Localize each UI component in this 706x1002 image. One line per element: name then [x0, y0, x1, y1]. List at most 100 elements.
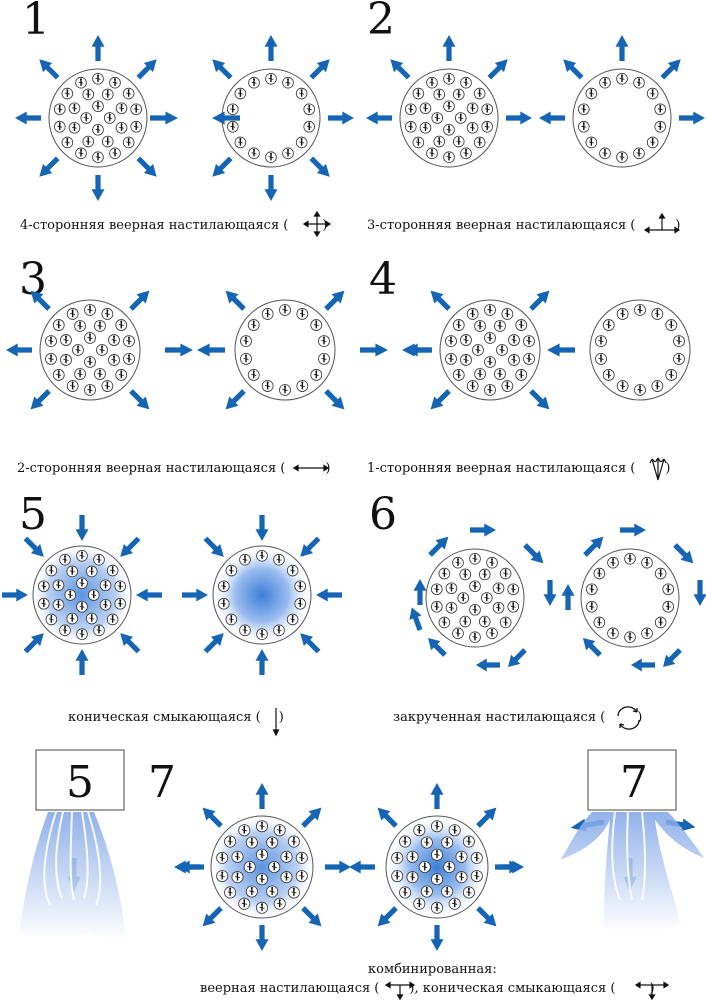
outflow-arrow-icon: [430, 783, 444, 809]
caption-panel-1: 4-сторонняя веерная настилающаяся (): [20, 218, 327, 233]
outflow-arrow-icon: [225, 290, 246, 311]
swirl-arrow-icon: [693, 580, 706, 606]
outflow-arrow-icon: [136, 156, 157, 177]
outflow-arrow-icon: [6, 343, 32, 357]
outflow-arrow-icon: [430, 290, 451, 311]
swirl-arrow-icon: [543, 580, 557, 606]
outflow-arrow-icon: [539, 111, 565, 125]
outflow-arrow-icon: [301, 906, 322, 927]
outflow-arrow-icon: [15, 111, 41, 125]
flow-arrow-icon: [402, 343, 430, 357]
diffuser-ring: [221, 68, 321, 168]
flow-arrow-icon: [498, 860, 524, 874]
outflow-arrow-icon: [301, 807, 322, 828]
outflow-arrow-icon: [366, 111, 392, 125]
outflow-arrow-icon: [328, 111, 354, 125]
outflow-arrow-icon: [129, 290, 150, 311]
diffuser-ring: [589, 299, 691, 401]
inflow-arrow-icon: [300, 536, 321, 557]
outflow-arrow-icon: [476, 807, 497, 828]
outflow-arrow-icon: [430, 925, 444, 951]
jet-label-5: 5: [66, 757, 94, 808]
combined-jet-illustration: 7: [560, 749, 704, 932]
outflow-arrow-icon: [202, 807, 223, 828]
swirl-arrow-icon: [470, 523, 496, 537]
outflow-arrow-icon: [264, 175, 278, 201]
inflow-arrow-icon: [23, 536, 44, 557]
panel-number: 5: [19, 489, 47, 540]
swirl-arrow-icon: [673, 543, 694, 564]
swirl-arrow-icon: [631, 658, 655, 672]
diffuser-full: [439, 299, 541, 401]
outflow-arrow-icon: [255, 925, 269, 951]
swirl-arrow-icon: [409, 607, 423, 631]
outflow-arrow-icon: [324, 290, 345, 311]
outflow-arrow-icon: [212, 59, 233, 80]
outflow-arrow-icon: [442, 35, 456, 61]
outflow-arrow-icon: [324, 389, 345, 410]
symbol-conical-combo-icon: [634, 981, 670, 1001]
caption-panel-6: закрученная настилающаяся (): [393, 710, 642, 725]
outflow-arrow-icon: [615, 35, 629, 61]
symbol-4-way-icon: [302, 210, 332, 238]
outflow-arrow-icon: [136, 59, 157, 80]
outflow-arrow-icon: [255, 783, 269, 809]
outflow-arrow-icon: [30, 290, 51, 311]
caption-panel-2: 3-сторонняя веерная настилающаяся (): [367, 218, 680, 233]
outflow-arrow-icon: [529, 389, 550, 410]
flow-arrow-icon: [150, 111, 178, 125]
outflow-arrow-icon: [129, 389, 150, 410]
inflow-arrow-icon: [203, 536, 224, 557]
swirl-arrow-icon: [561, 584, 575, 610]
swirl-arrow-icon: [476, 658, 500, 672]
inflow-arrow-icon: [75, 649, 89, 675]
diffuser-full: [39, 299, 141, 401]
panel-number: 4: [369, 254, 397, 305]
inflow-arrow-icon: [23, 633, 44, 654]
caption-panel-7-line2: веерная настилающаяся (), коническая смы…: [200, 981, 655, 996]
outflow-arrow-icon: [430, 389, 451, 410]
outflow-arrow-icon: [377, 906, 398, 927]
panel-number: 1: [22, 0, 50, 45]
symbol-2-way-icon: [292, 464, 330, 472]
caption-panel-7-line1: комбинированная:: [368, 962, 497, 977]
outflow-arrow-icon: [30, 389, 51, 410]
inflow-arrow-icon: [255, 515, 269, 541]
outflow-arrow-icon: [506, 111, 532, 125]
caption-panel-5: коническая смыкающаяся (): [68, 710, 284, 725]
inflow-arrow-icon: [300, 633, 321, 654]
inflow-arrow-icon: [120, 536, 141, 557]
diffuser-full: [48, 68, 148, 168]
outflow-arrow-icon: [91, 175, 105, 201]
panel-number: 2: [367, 0, 395, 45]
swirl-arrow-icon: [663, 648, 682, 667]
inflow-arrow-icon: [2, 588, 28, 602]
outflow-arrow-icon: [390, 59, 411, 80]
swirl-arrow-icon: [620, 523, 646, 537]
outflow-arrow-icon: [309, 59, 330, 80]
jet-label-box-5: [35, 749, 125, 811]
diffuser-full: [399, 68, 499, 168]
diffuser-ring: [580, 548, 680, 648]
symbol-1-way-icon: [649, 457, 667, 481]
swirl-arrow-icon: [428, 638, 447, 657]
flow-arrow-icon: [174, 860, 200, 874]
inflow-arrow-icon: [255, 649, 269, 675]
swirl-arrow-icon: [413, 579, 427, 605]
flow-arrow-icon: [349, 860, 375, 874]
outflow-arrow-icon: [309, 156, 330, 177]
outflow-arrow-icon: [660, 59, 681, 80]
diffuser-full: [210, 815, 314, 919]
diffuser-ring: [212, 545, 312, 645]
panel-number: 6: [369, 489, 397, 540]
outflow-arrow-icon: [225, 389, 246, 410]
outflow-arrow-icon: [264, 35, 278, 61]
outflow-arrow-icon: [39, 59, 60, 80]
flow-arrow-icon: [165, 343, 193, 357]
caption-panel-3: 2-сторонняя веерная настилающаяся (): [17, 461, 330, 476]
flow-arrow-icon: [360, 343, 388, 357]
outflow-arrow-icon: [202, 906, 223, 927]
symbol-fan-combo-icon: [384, 981, 416, 1001]
inflow-arrow-icon: [203, 633, 224, 654]
inflow-arrow-icon: [136, 588, 162, 602]
